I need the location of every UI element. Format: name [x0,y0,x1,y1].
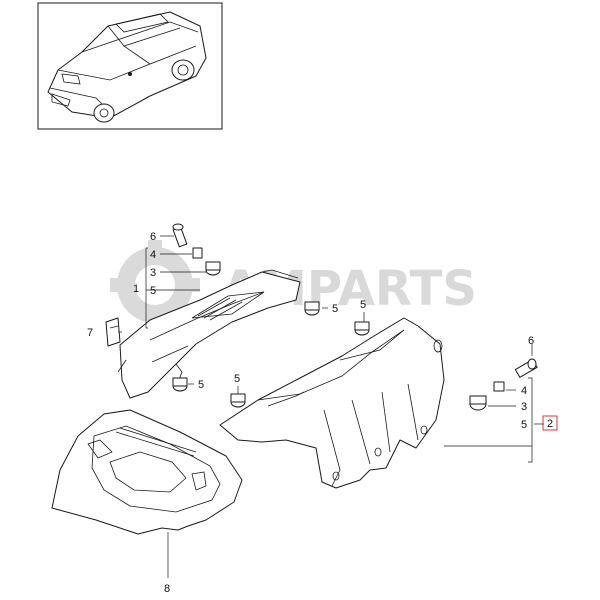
grommet-left-bottom [172,377,188,392]
callout-right-2-box [542,415,558,431]
engine-cover-left [117,269,301,399]
callout-mid-5a: 5 [360,299,366,311]
grommet-mid-top [354,321,370,336]
bolt-right [514,358,538,378]
callout-right-2: 2 [547,418,553,430]
clip-bracket [105,317,121,347]
callout-left-6: 6 [150,231,156,243]
callout-left-4: 4 [150,249,156,261]
grommet-left-top [205,261,221,276]
callout-left-5: 5 [150,285,156,297]
callout-right-3: 3 [521,401,527,413]
callout-right-5: 5 [521,419,527,431]
callout-mid-5b: 5 [234,373,240,385]
callout-bottom-8: 8 [164,583,170,595]
bolt-left [172,223,188,248]
spacer-left [192,247,203,259]
spacer-right [493,381,505,392]
grommet-left-right [304,301,320,316]
callout-left-3: 3 [150,267,156,279]
callout-left-5a: 5 [332,303,338,315]
grommet-mid-bottom [230,393,246,408]
callout-right-4: 4 [521,385,527,397]
leader-lines [118,235,544,578]
engine-cover-front [51,409,243,535]
callout-left-7: 7 [87,327,93,339]
vehicle-thumbnail [37,2,223,130]
callout-left-5b: 5 [198,379,204,391]
callout-left-1: 1 [133,283,139,295]
callout-right-6: 6 [528,335,534,347]
callouts: 6 4 3 1 5 5 7 5 5 5 6 4 3 5 2 8 [87,231,558,595]
engine-cover-right [219,317,445,489]
grommet-right [469,395,487,411]
suv-illustration-icon [47,11,207,123]
